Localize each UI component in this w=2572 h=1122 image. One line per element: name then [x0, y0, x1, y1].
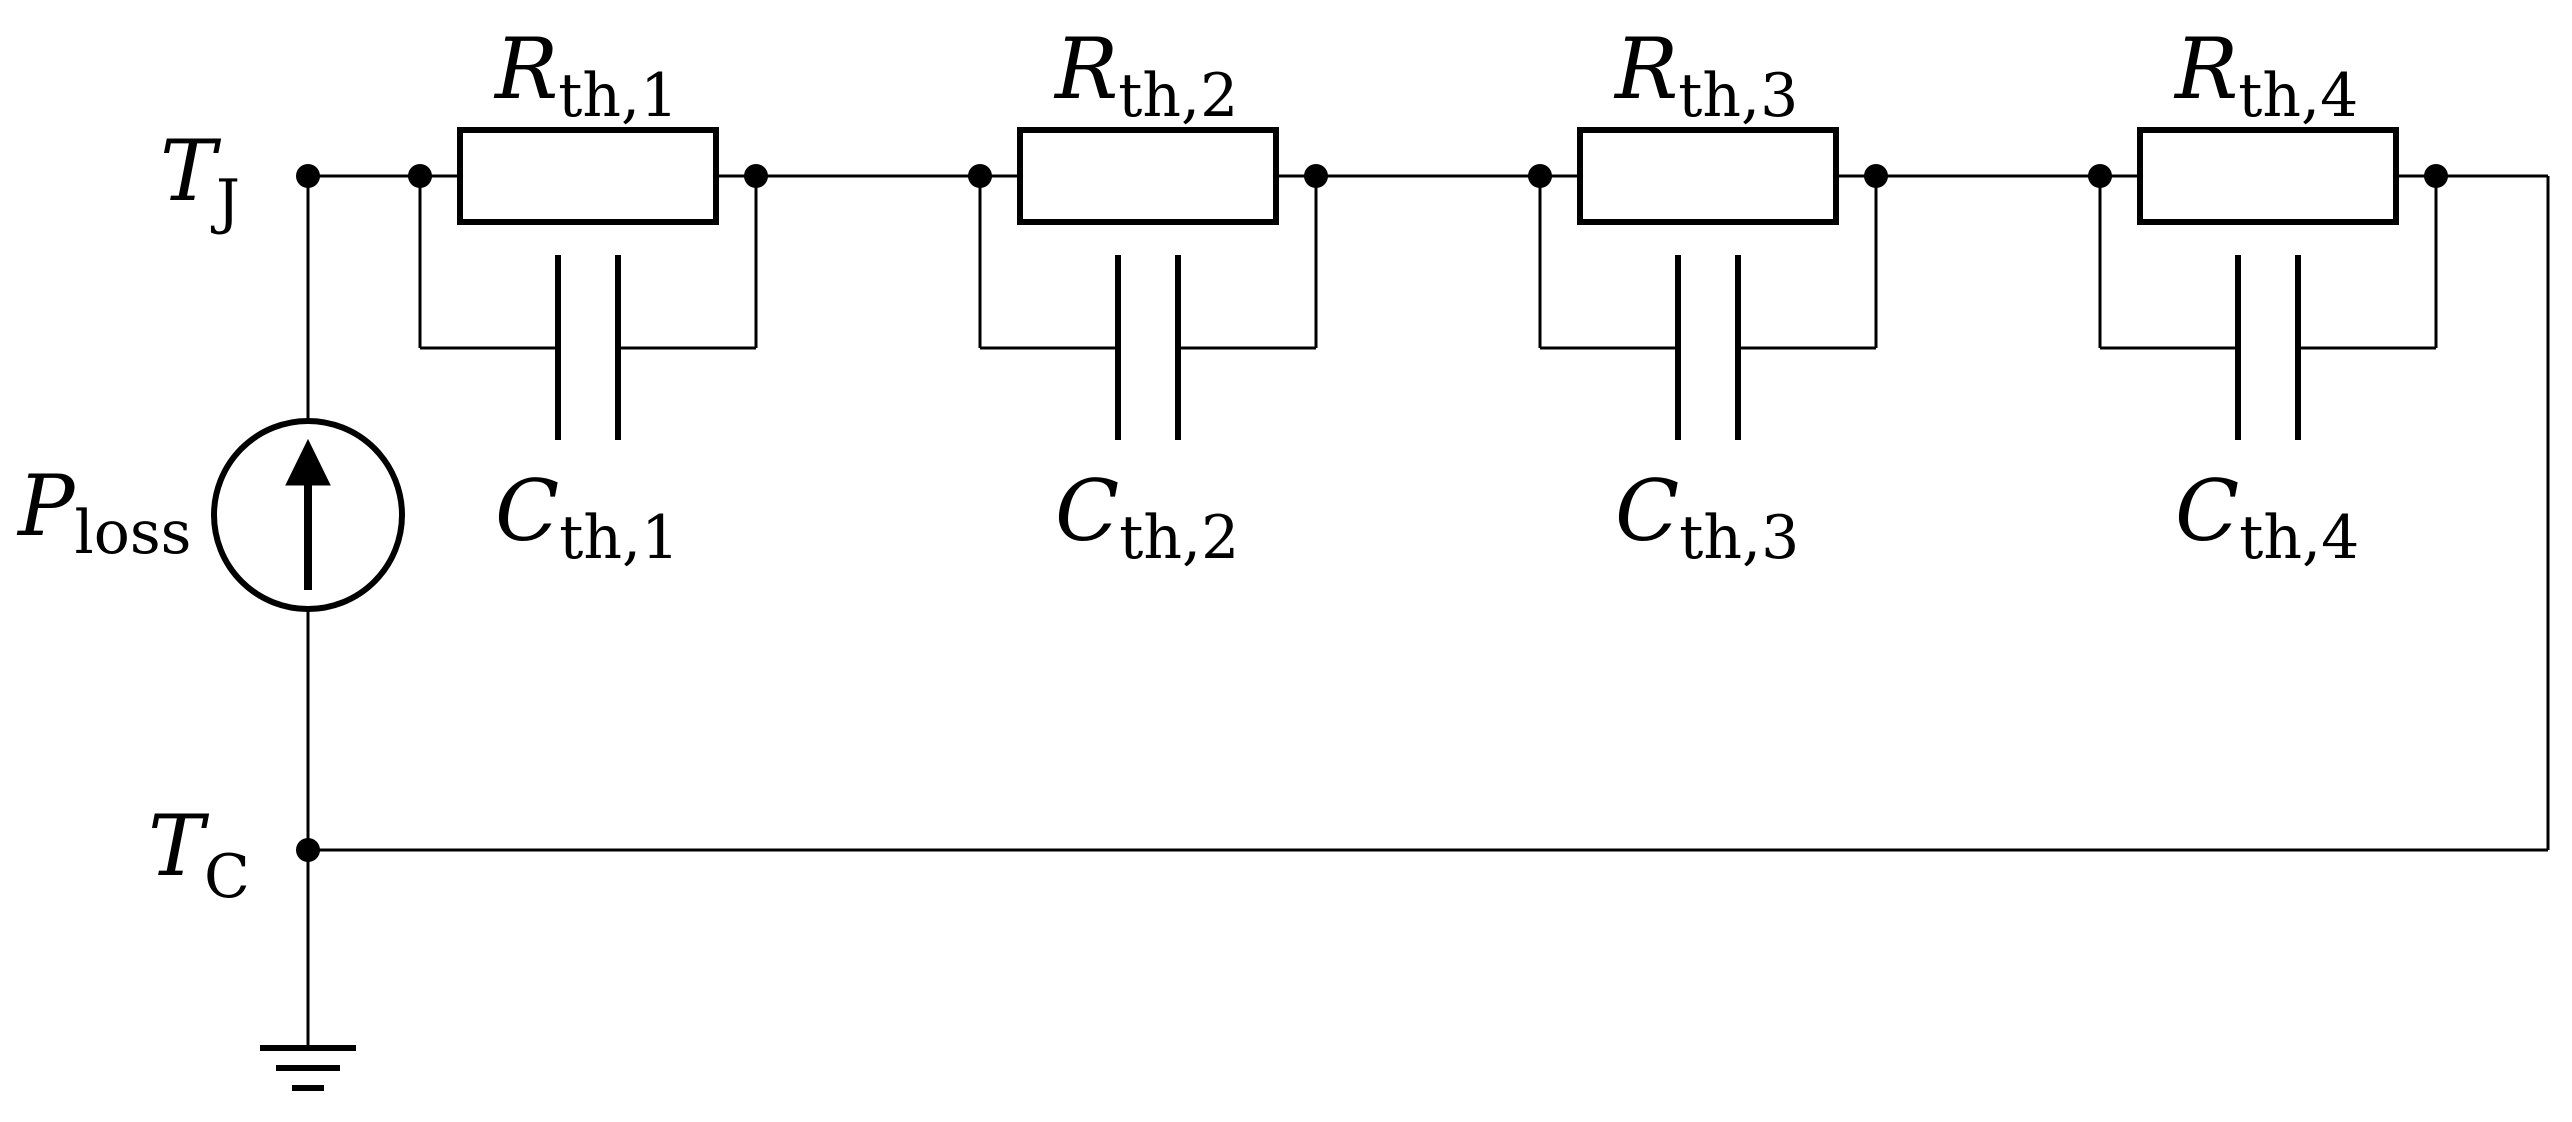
stage-1-resistor [457, 127, 719, 225]
stage-3-node-right [1864, 164, 1888, 188]
rth3-label: Rth,3 [1613, 20, 1798, 131]
stage-2-node-right [1304, 164, 1328, 188]
stage-3-node-left [1528, 164, 1552, 188]
power-source-circle [211, 418, 405, 612]
tj-label: TJ [160, 122, 240, 237]
stage-3-resistor [1577, 127, 1839, 225]
stage-1-node-left [408, 164, 432, 188]
rth1-label: Rth,1 [493, 20, 678, 131]
stage-1-node-right [744, 164, 768, 188]
stage-2-node-left [968, 164, 992, 188]
ploss-label: Ploss [16, 457, 191, 568]
circuit-components [211, 127, 2399, 1091]
stage-4-node-left [2088, 164, 2112, 188]
stage-4-resistor [2137, 127, 2399, 225]
cth1-label: Cth,1 [495, 462, 679, 573]
junction-dots [296, 164, 2448, 862]
tc-label: TC [148, 797, 250, 912]
stage-2-resistor [1017, 127, 1279, 225]
circuit-wires [306, 174, 2550, 1048]
cth2-label: Cth,2 [1055, 462, 1239, 573]
stage-4-node-right [2424, 164, 2448, 188]
tj-node-dot [296, 164, 320, 188]
tc-node-dot [296, 838, 320, 862]
cth3-label: Cth,3 [1615, 462, 1799, 573]
power-source-arrow-head [285, 438, 331, 486]
cth4-label: Cth,4 [2175, 462, 2359, 573]
rth4-label: Rth,4 [2173, 20, 2358, 131]
rth2-label: Rth,2 [1053, 20, 1238, 131]
